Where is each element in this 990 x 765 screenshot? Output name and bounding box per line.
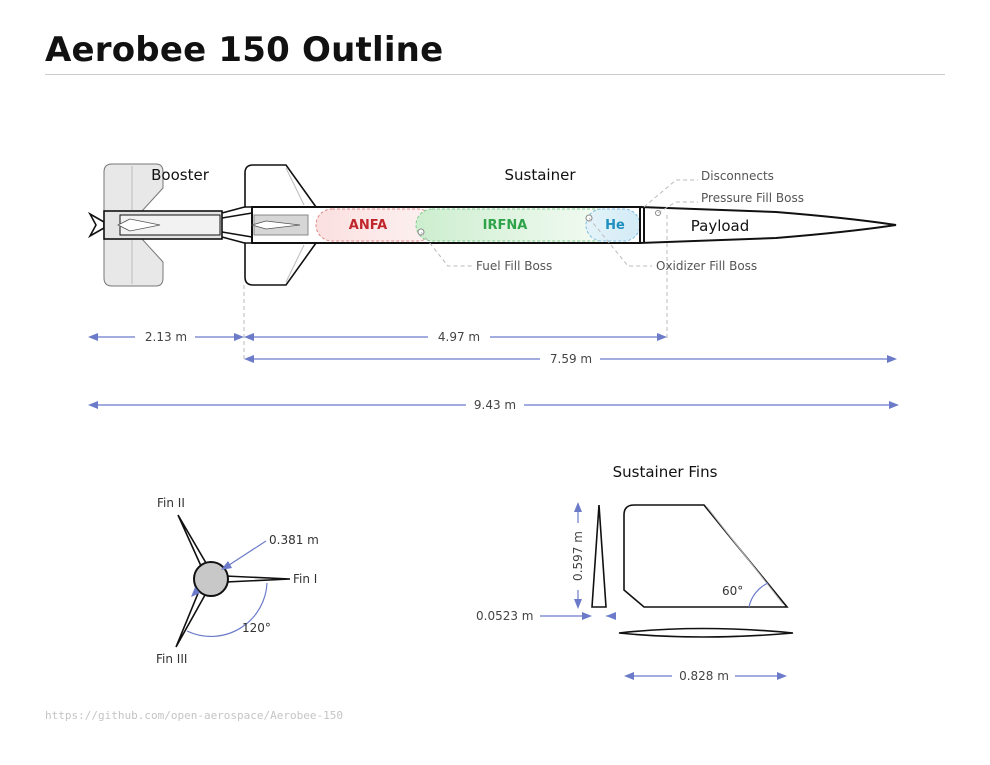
anfa-tank-label: ANFA (349, 218, 387, 233)
fin-airfoil-section (618, 627, 794, 638)
fin-root-chord-label: 0.828 m (679, 669, 729, 683)
fin-planform-guide (706, 506, 784, 605)
disconnects-label: Disconnects (701, 169, 774, 183)
fin-2-blade (177, 514, 208, 568)
page-title: Aerobee 150 Outline (45, 30, 444, 70)
sustainer-fins-title: Sustainer Fins (613, 463, 718, 481)
fin-1-label: Fin I (293, 572, 317, 586)
sustainer-fin-guide (285, 244, 305, 283)
sustainer-payload-length-arrow-left (244, 355, 254, 363)
body-cross-section (193, 561, 229, 597)
sustainer-fin-upper (244, 164, 318, 208)
fin-angle-arrow-start (191, 587, 200, 597)
booster-fin-upper (103, 163, 164, 212)
sustainer-length-label: 4.97 m (438, 330, 480, 344)
sustainer-length-arrow-right (657, 333, 667, 341)
sustainer-length-arrow-left (244, 333, 254, 341)
fin-thickness-arrow-left (582, 612, 592, 620)
oxidizer-fill-boss-leader (588, 217, 652, 267)
overall-length-label: 9.43 m (474, 398, 516, 412)
sustainer-fins-detail: Sustainer Fins 60° 0.597 m 0.0523 m (476, 463, 794, 683)
fin-thickness-arrow-right (606, 612, 616, 620)
fin-root-chord-arrow-left (624, 672, 634, 680)
source-url: https://github.com/open-aerospace/Aerobe… (45, 709, 344, 722)
sustainer-fin-guide (285, 167, 305, 206)
fin-3-label: Fin III (156, 652, 187, 666)
fin-angle-arc (186, 582, 268, 638)
sustainer-payload-length-label: 7.59 m (550, 352, 592, 366)
sustainer-payload-length-arrow-right (887, 355, 897, 363)
fin-1-blade (224, 575, 291, 583)
oxidizer-fill-boss-label: Oxidizer Fill Boss (656, 259, 757, 273)
fin-thickness-label: 0.0523 m (476, 609, 534, 623)
fin-sweep-angle-label: 60° (722, 584, 743, 598)
sustainer-motor-grain (250, 220, 301, 230)
overall-length-arrow-left (88, 401, 98, 409)
fin-radius-label: 0.381 m (269, 533, 319, 547)
booster-length-arrow-left (88, 333, 98, 341)
overall-length-arrow-right (889, 401, 899, 409)
fin-radius-arrow (221, 561, 232, 570)
fin-root-chord-arrow-right (777, 672, 787, 680)
fin-span-arrow-bottom (574, 599, 582, 609)
fin-span-arrow-top (574, 502, 582, 512)
rocket-side-view: ANFA IRFNA He Booster Sustainer Payload … (87, 163, 897, 287)
booster-label: Booster (151, 166, 210, 184)
fin-planform (623, 504, 789, 608)
sustainer-fin-lower (244, 242, 318, 286)
title-divider (45, 74, 945, 75)
sustainer-label: Sustainer (505, 166, 577, 184)
fin-3-blade (175, 589, 207, 648)
fin-radius-pointer (225, 540, 267, 568)
length-dimensions: 2.13 m 4.97 m 7.59 m 9.43 m (88, 215, 899, 412)
fin-layout-end-view: 0.381 m 120° Fin I Fin II Fin III (156, 496, 319, 666)
fuel-fill-boss-leader (420, 231, 472, 267)
booster-length-label: 2.13 m (145, 330, 187, 344)
fin-2-label: Fin II (157, 496, 185, 510)
booster-fin-lower (103, 238, 164, 287)
fin-thickness-profile (591, 504, 607, 608)
fin-span-label: 0.597 m (571, 531, 585, 581)
booster-grain (117, 218, 161, 232)
payload-nose-cone (639, 205, 897, 245)
payload-label: Payload (691, 217, 750, 235)
fin-angle-label: 120° (242, 621, 271, 635)
pressure-fill-boss-label: Pressure Fill Boss (701, 191, 804, 205)
booster-nozzle (87, 211, 105, 239)
interstage-struts (221, 204, 253, 246)
irfna-tank (415, 208, 613, 242)
irfna-tank-label: IRFNA (483, 218, 528, 233)
helium-tank-label: He (605, 218, 625, 233)
booster-length-arrow-right (234, 333, 244, 341)
fuel-fill-boss-label: Fuel Fill Boss (476, 259, 552, 273)
pressure-fill-boss-leader (657, 201, 698, 214)
disconnects-leader (643, 179, 698, 208)
fin-sweep-angle-arc (748, 582, 769, 608)
